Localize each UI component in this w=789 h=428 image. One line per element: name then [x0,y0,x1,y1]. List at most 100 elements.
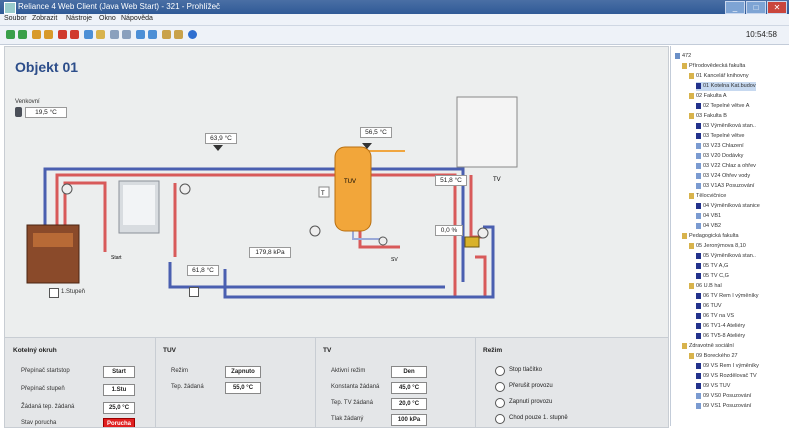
tree-item[interactable]: Zdravotně sociální [682,342,734,351]
tuv-row-label: Tep. žádaná [171,384,204,390]
tree-item[interactable]: 02 Fakulta A [689,92,727,101]
kotel-fault-indicator: Porucha [103,418,135,427]
tree-item[interactable]: 06 TV5-8 Ateliéry [696,332,745,341]
tree-item[interactable]: 04 VB2 [696,222,721,231]
menu-soubor[interactable]: Soubor [4,15,27,22]
tree-item-label: 06 TV1-4 Ateliéry [703,323,746,329]
tree-item[interactable]: 06 TV na VS [696,312,734,321]
tree-item[interactable]: 05 TV C,G [696,272,729,281]
tree-item[interactable]: Tělocvičnice [689,192,726,201]
tree-node-icon [689,352,694,359]
tree-item[interactable]: Přírodovědecká fakulta [682,62,745,71]
sync-icon[interactable] [84,30,93,39]
tuv-temp-value[interactable]: 55,0 °C [225,382,261,394]
stupen-checkbox[interactable] [49,288,59,298]
menu-okno[interactable]: Okno [99,15,116,22]
tree-item[interactable]: 472 [675,52,691,61]
menu-nastroje[interactable]: Nástroje [66,15,93,22]
tree-item-label: 06 TV na VS [703,313,735,319]
tree-item[interactable]: 09 Boreckého 27 [689,352,738,361]
panel-rezim-title: Režim [483,347,503,354]
tree-item[interactable]: 01 Kotelna Kat.budov [696,82,756,91]
tree-item[interactable]: 05 Výměníková stan.. [696,252,756,261]
kotel-row-label: Přepínač startstop [21,368,70,374]
menu-napoveda[interactable]: Nápověda [121,15,153,22]
tree-item[interactable]: 03 Fakulta B [689,112,727,121]
tree-item[interactable]: 04 VB1 [696,212,721,221]
kotel-temp-value[interactable]: 25,0 °C [103,402,135,414]
tree-node-icon [696,162,701,169]
list-icon[interactable] [110,30,119,39]
tree-node-icon [696,392,701,399]
mode-radio-label: Zapnutí provozu [509,399,553,405]
mode-radio[interactable] [495,366,505,376]
alarm-icon[interactable] [70,30,79,39]
tuv-mode-button[interactable]: Zapnuto [225,366,261,378]
valve-percent: 0,0 % [435,225,463,236]
tree-item-label: 09 VS Rozdělovač TV [703,373,757,379]
tree-item[interactable]: 05 TV A,G [696,262,728,271]
users-icon[interactable] [44,30,53,39]
tree-item[interactable]: 03 V1A3 Posuzování [696,182,754,191]
tree-item[interactable]: 03 Tepelné větve [696,132,745,141]
tree-item[interactable]: 09 VS Rem I výměníky [696,362,759,371]
tree-item[interactable]: 03 Výměníková stan.. [696,122,756,131]
tree-item[interactable]: 06 TV Rem I výměníky [696,292,759,301]
tree-item[interactable]: 09 VS Rozdělovač TV [696,372,757,381]
tree-item[interactable]: 02 Tepelné větve A [696,102,749,111]
tree-node-icon [696,182,701,189]
tv-exchanger[interactable] [456,96,518,168]
tree-item[interactable]: 03 V22 Chlaz a ohřev [696,162,756,171]
kotel-row-label: Přepínač stupeň [21,386,65,392]
tree-item[interactable]: 05 Jeronýmova 8,10 [689,242,746,251]
user-icon[interactable] [32,30,41,39]
tree-item[interactable]: 04 Výměníková stanice [696,202,760,211]
tree-item[interactable]: 03 V20 Dodávky [696,152,743,161]
tv-mode-button[interactable]: Den [391,366,427,378]
edit-icon[interactable] [174,30,183,39]
tree-item[interactable]: 09 VS0 Posuzování [696,392,751,401]
tree-item-label: 06 TV5-8 Ateliéry [703,333,746,339]
tree-item[interactable]: 06 U.B hal [689,282,722,291]
stop-icon[interactable] [58,30,67,39]
pen-icon[interactable] [162,30,171,39]
menu-zobrazit[interactable]: Zobrazit [32,15,58,22]
tree-item[interactable]: 06 TV1-4 Ateliéry [696,322,745,331]
settings-icon[interactable] [148,30,157,39]
mode-radio-label: Přerušit provozu [509,383,553,389]
tuv-tank[interactable] [334,146,372,232]
kotel-start-button[interactable]: Start [103,366,135,378]
maximize-button[interactable]: □ [746,1,766,14]
tv-temp-value[interactable]: 20,0 °C [391,398,427,410]
kotel-stupen-button[interactable]: 1.Stu [103,384,135,396]
supply-pipe-boiler [63,181,107,252]
tree-item-label: Pedagogická fakulta [689,233,739,239]
tree-item-label: 01 Kotelna Kat.budov [703,83,756,89]
return-pipe-main [43,167,465,282]
tree-item[interactable]: 03 V23 Chlazení [696,142,744,151]
tv-pressure-value[interactable]: 100 kPa [391,414,427,426]
tree-item[interactable]: Pedagogická fakulta [682,232,739,241]
tree-item[interactable]: 06 TUV [696,302,722,311]
back-icon[interactable] [6,30,15,39]
tv-const-value[interactable]: 45,0 °C [391,382,427,394]
tree-item[interactable]: 01 Kancelář knihovny [689,72,749,81]
tree-item[interactable]: 03 V24 Ohřev vody [696,172,750,181]
close-button[interactable]: ✕ [767,1,787,14]
grid-icon[interactable] [122,30,131,39]
folder-icon[interactable] [96,30,105,39]
pump-checkbox[interactable] [189,287,199,297]
valve-actuator-icon [464,236,480,248]
minimize-button[interactable]: _ [725,1,745,14]
tree-item[interactable]: 09 VS1 Posuzování [696,402,751,411]
forward-icon[interactable] [18,30,27,39]
panel-tv-title: TV [323,347,332,354]
mode-radio[interactable] [495,414,505,424]
tree-item[interactable]: 09 VS TUV [696,382,730,391]
mode-radio[interactable] [495,398,505,408]
tree-node-icon [696,102,701,109]
mode-radio[interactable] [495,382,505,392]
print-icon[interactable] [136,30,145,39]
help-icon[interactable] [188,30,197,39]
